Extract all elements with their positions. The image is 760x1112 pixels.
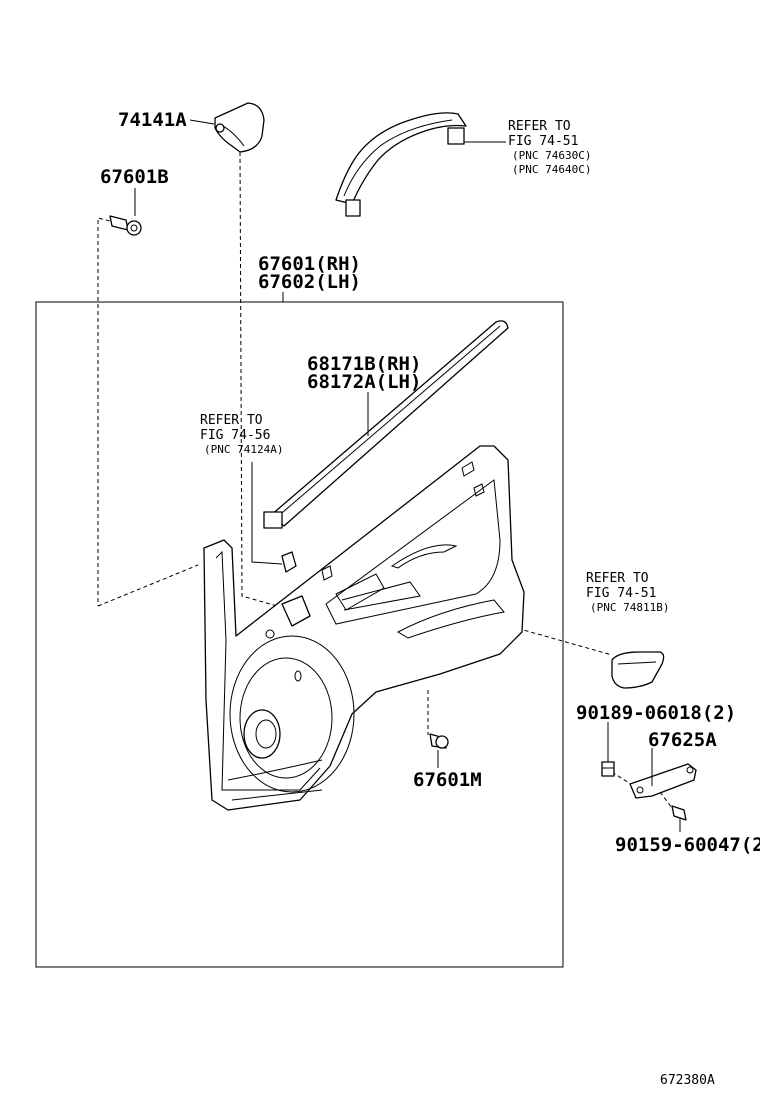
clip-67601b-icon	[109, 215, 142, 236]
svg-text:(PNC 74640C): (PNC 74640C)	[512, 163, 591, 176]
label-67601-rh: 67601(RH)	[258, 253, 361, 275]
refer-note-fig-74-51-cup: REFER TO FIG 74-51 (PNC 74811B)	[586, 571, 669, 614]
refer-note-fig-74-56: REFER TO FIG 74-56 (PNC 74124A)	[200, 413, 283, 456]
label-74141a: 74141A	[118, 109, 187, 131]
cover-74141a-icon	[214, 102, 265, 153]
svg-text:REFER TO: REFER TO	[200, 413, 263, 428]
label-90159: 90159-60047(2)	[615, 834, 760, 856]
svg-text:FIG 74-56: FIG 74-56	[200, 428, 270, 443]
label-68171b-rh: 68171B(RH)	[307, 353, 421, 375]
bracket-67625a-icon	[629, 763, 697, 799]
dashed-line-67601b	[97, 217, 131, 606]
label-67625a: 67625A	[648, 729, 717, 751]
weatherstrip-68171b-icon	[263, 320, 509, 529]
label-67601m: 67601M	[413, 769, 482, 791]
label-68172a-lh: 68172A(LH)	[307, 371, 421, 393]
assembly-frame	[35, 301, 564, 968]
nut-90189-icon	[601, 761, 615, 777]
leader-ref-74-56	[251, 462, 283, 565]
svg-text:(PNC 74811B): (PNC 74811B)	[590, 601, 669, 614]
figure-code: 672380A	[660, 1073, 715, 1088]
label-67601b: 67601B	[100, 166, 169, 188]
screw-90159-icon	[671, 805, 687, 821]
svg-text:(PNC 74630C): (PNC 74630C)	[512, 149, 591, 162]
refer-note-fig-74-51-grip: REFER TO FIG 74-51 (PNC 74630C) (PNC 746…	[508, 119, 591, 176]
label-90189: 90189-06018(2)	[576, 702, 736, 724]
pull-handle-cup-icon	[611, 651, 665, 689]
svg-text:REFER TO: REFER TO	[586, 571, 649, 586]
label-67602-lh: 67602(LH)	[258, 271, 361, 293]
dashed-line-nut	[611, 771, 641, 791]
svg-text:FIG 74-51: FIG 74-51	[508, 134, 578, 149]
door-trim-panel-icon	[203, 445, 525, 811]
retainer-clip-icon	[281, 551, 297, 573]
clip-67601m-icon	[429, 733, 449, 749]
svg-text:REFER TO: REFER TO	[508, 119, 571, 134]
leader-74141a	[189, 119, 215, 125]
svg-text:(PNC 74124A): (PNC 74124A)	[204, 443, 283, 456]
svg-text:FIG 74-51: FIG 74-51	[586, 586, 656, 601]
dashed-line-panel-edge	[97, 564, 199, 607]
assist-grip-handle-icon	[335, 112, 467, 217]
dashed-line-screw	[659, 791, 673, 809]
dashed-line-74141a	[239, 151, 285, 609]
